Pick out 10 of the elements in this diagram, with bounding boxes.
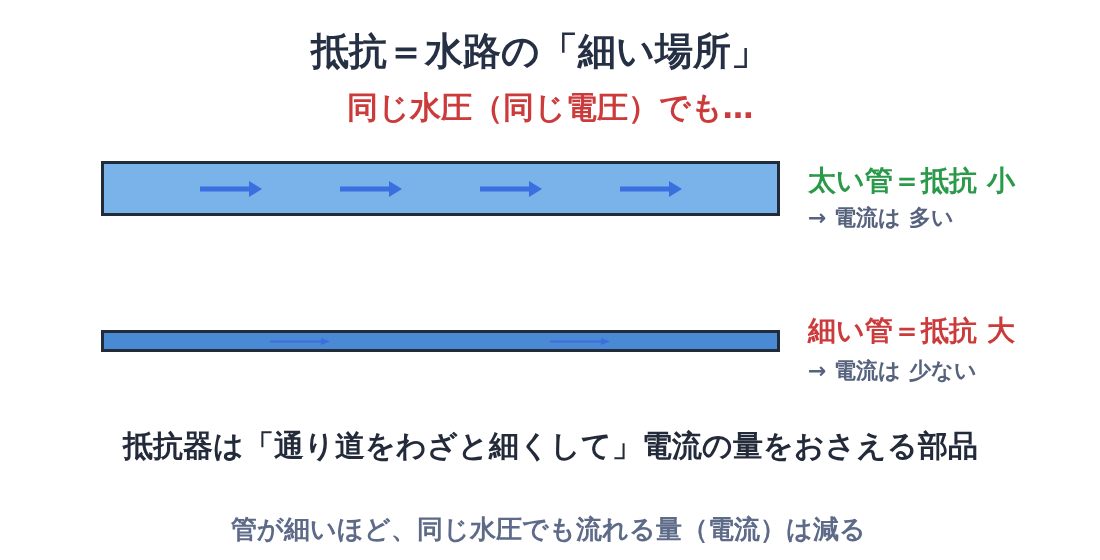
title: 抵抗＝水路の「細い場所」	[311, 29, 769, 75]
summary-text: 抵抗器は「通り道をわざと細くして」電流の量をおさえる部品	[122, 428, 978, 464]
resistance-label: 細い管＝抵抗 大	[808, 314, 1015, 348]
current-note: → 電流は 少ない	[808, 357, 977, 385]
caption: 管が細いほど、同じ水圧でも流れる量（電流）は減る	[230, 514, 866, 546]
pipe	[101, 330, 780, 352]
subtitle: 同じ水圧（同じ電圧）でも…	[346, 89, 754, 127]
resistance-label: 太い管＝抵抗 小	[808, 164, 1015, 198]
pipe	[101, 161, 780, 216]
current-note: → 電流は 多い	[808, 204, 954, 232]
